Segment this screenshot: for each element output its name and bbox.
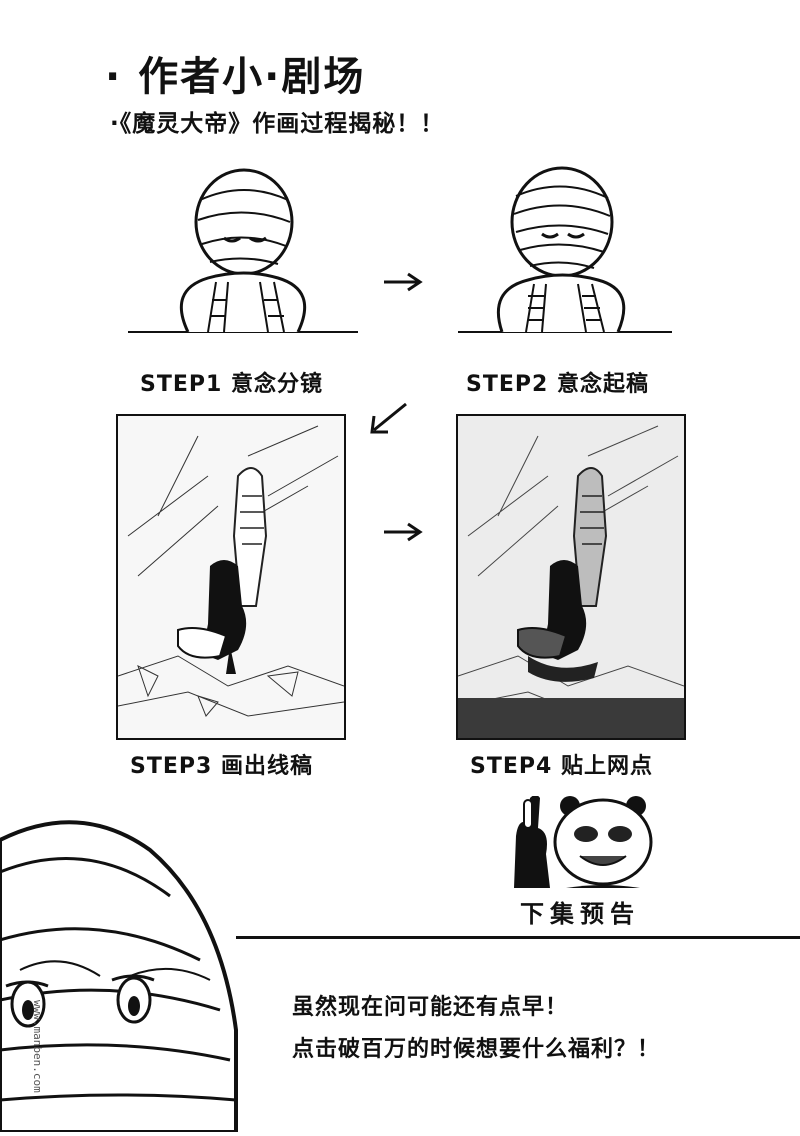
divider: [236, 936, 800, 939]
page-title: · 作者小·剧场: [105, 54, 366, 100]
step4-label: STEP4 贴上网点: [470, 754, 653, 779]
step2-label: STEP2 意念起稿: [466, 372, 649, 397]
caption-line-1: 虽然现在问可能还有点早！: [292, 995, 569, 1020]
step4-screentone-panel: [456, 414, 686, 740]
mummy-character: [0, 800, 240, 1134]
step1-label: STEP1 意念分镜: [140, 372, 323, 397]
step1-sketch: [128, 160, 360, 360]
next-episode-label: 下集预告: [520, 900, 640, 928]
page-subtitle: ·《魔灵大帝》作画过程揭秘！！: [110, 111, 445, 137]
panda-meme-image: [510, 795, 654, 888]
arrow-right-icon: [380, 520, 424, 548]
arrow-right-icon: [380, 270, 424, 298]
step3-label: STEP3 画出线稿: [130, 754, 313, 779]
step3-lineart-panel: [116, 414, 346, 740]
step2-sketch: [458, 160, 674, 360]
watermark-logo: www.manben.com: [31, 1000, 44, 1093]
arrow-down-left-icon: [366, 400, 410, 440]
caption-line-2: 点击破百万的时候想要什么福利？！: [292, 1037, 661, 1062]
